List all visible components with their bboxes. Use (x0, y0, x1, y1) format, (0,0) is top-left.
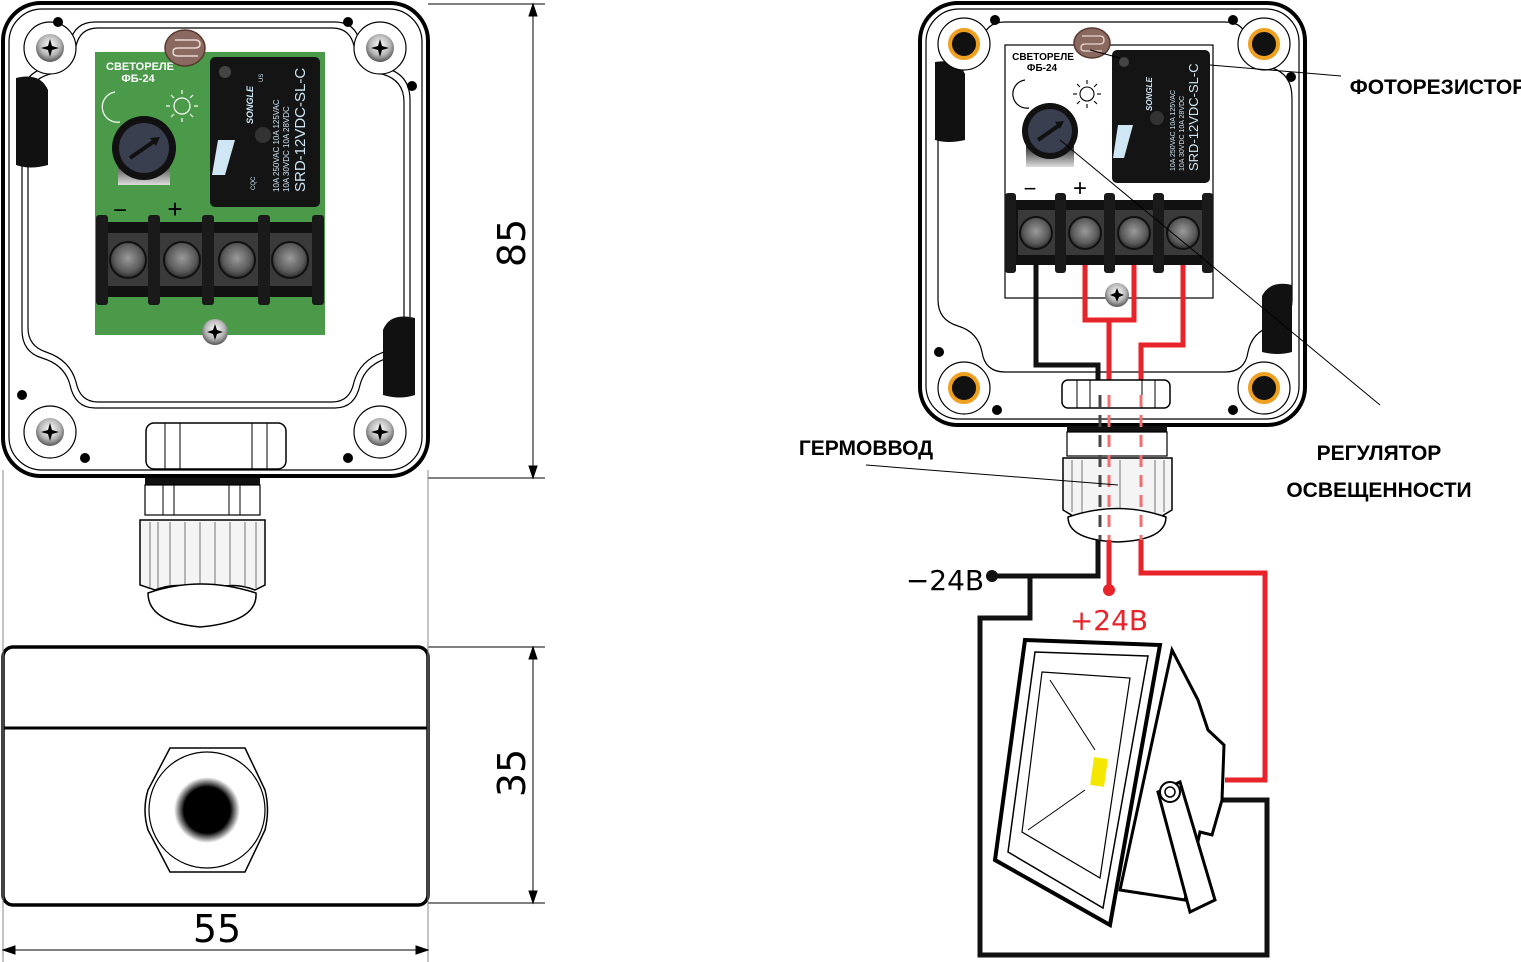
left-top-view: СВЕТОРЕЛЕ ФБ-24 − + (1, 1, 430, 478)
negative-terminal-dot (986, 570, 998, 582)
corner-screw-orange (1237, 361, 1291, 415)
cable-gland-side (139, 478, 266, 628)
terminal-block-right (1005, 193, 1213, 273)
corner-screw-orange (937, 17, 991, 71)
corner-screw-orange (937, 361, 991, 415)
photoresistor-icon (1073, 27, 1111, 59)
terminal-screw (218, 241, 256, 279)
terminal-screw (1117, 216, 1151, 250)
terminal-screw (1166, 216, 1200, 250)
dimension-lines (1, 2, 545, 962)
relay-brand: SONGLE (245, 85, 255, 124)
cable-gland-right (1062, 395, 1173, 543)
terminal-screw (1019, 216, 1053, 250)
left-front-view (1, 645, 430, 907)
pcb-mount-screw (202, 319, 228, 345)
relay-brand-right: SONGLE (1145, 77, 1154, 111)
label-positive-24v: +24В (1070, 604, 1148, 637)
relay-right: SRD-12VDC-SL-C 10A 30VDC 10A 28VDC 10A 2… (1112, 50, 1210, 183)
leader-lines (865, 49, 1381, 486)
relay-cqc: CQC (251, 176, 257, 190)
label-negative-24v: −24В (906, 564, 984, 597)
relay-rating-dc: 10A 30VDC 10A 28VDC (282, 106, 291, 192)
pcb-mount-screw (1105, 283, 1129, 307)
label-cable-gland: ГЕРМОВВОД (799, 437, 933, 460)
wire-load-external (1138, 540, 1268, 783)
label-regulator-line1: РЕГУЛЯТОР (1317, 442, 1442, 465)
cable-entry-hole (174, 777, 240, 843)
minus-sign: − (113, 197, 127, 224)
relay-rating-dc-right: 10A 30VDC 10A 28VDC (1179, 96, 1186, 171)
potentiometer-knob[interactable] (112, 116, 176, 185)
relay-ul: US (259, 74, 265, 82)
terminal-screw (1068, 216, 1102, 250)
device-name-line1: СВЕТОРЕЛЕ (106, 61, 174, 73)
led-chip (1090, 757, 1108, 787)
label-photoresistor: ФОТОРЕЗИСТОР (1350, 76, 1521, 99)
corner-screw (23, 405, 77, 459)
photoresistor-icon (164, 29, 206, 67)
plus-sign: + (167, 194, 182, 224)
terminal-screw (271, 241, 309, 279)
dimension-depth: 35 (490, 749, 534, 797)
device-name-line1-right: СВЕТОРЕЛЕ (1012, 52, 1074, 63)
label-regulator-line2: ОСВЕЩЕННОСТИ (1286, 479, 1471, 502)
plus-sign-right: + (1073, 175, 1087, 202)
dimension-width: 55 (193, 907, 241, 951)
wire-negative-external (977, 540, 1270, 958)
terminal-screw (109, 241, 147, 279)
relay-rating-ac-right: 10A 250VAC 10A 125VAC (1170, 90, 1177, 171)
relay-rating-ac: 10A 250VAC 10A 125VAC (272, 99, 281, 192)
potentiometer-knob[interactable] (1022, 103, 1078, 167)
dimension-height: 85 (490, 219, 534, 267)
device-name-line2: ФБ-24 (121, 73, 155, 85)
minus-sign-right: − (1024, 176, 1037, 201)
relay: SRD-12VDC-SL-C 10A 30VDC 10A 28VDC 10A 2… (210, 57, 320, 207)
moon-icon (1012, 79, 1030, 109)
corner-screw (23, 21, 77, 75)
wire-load-internal (1138, 265, 1186, 400)
corner-screw-orange (1237, 17, 1291, 71)
floodlight-icon (992, 637, 1226, 929)
corner-screw (353, 21, 407, 75)
relay-model-right: SRD-12VDC-SL-C (1186, 63, 1201, 171)
terminal-screw (163, 241, 201, 279)
moon-icon (101, 91, 121, 123)
device-name-line2-right: ФБ-24 (1027, 63, 1058, 74)
right-wiring-view: СВЕТОРЕЛЕ ФБ-24 − + SRD-12VD (918, 1, 1307, 427)
positive-terminal-dot (1103, 584, 1115, 596)
relay-model: SRD-12VDC-SL-C (292, 68, 309, 192)
corner-screw (353, 405, 407, 459)
sun-icon (1073, 80, 1101, 108)
terminal-block (96, 215, 324, 305)
sun-icon (166, 90, 198, 122)
